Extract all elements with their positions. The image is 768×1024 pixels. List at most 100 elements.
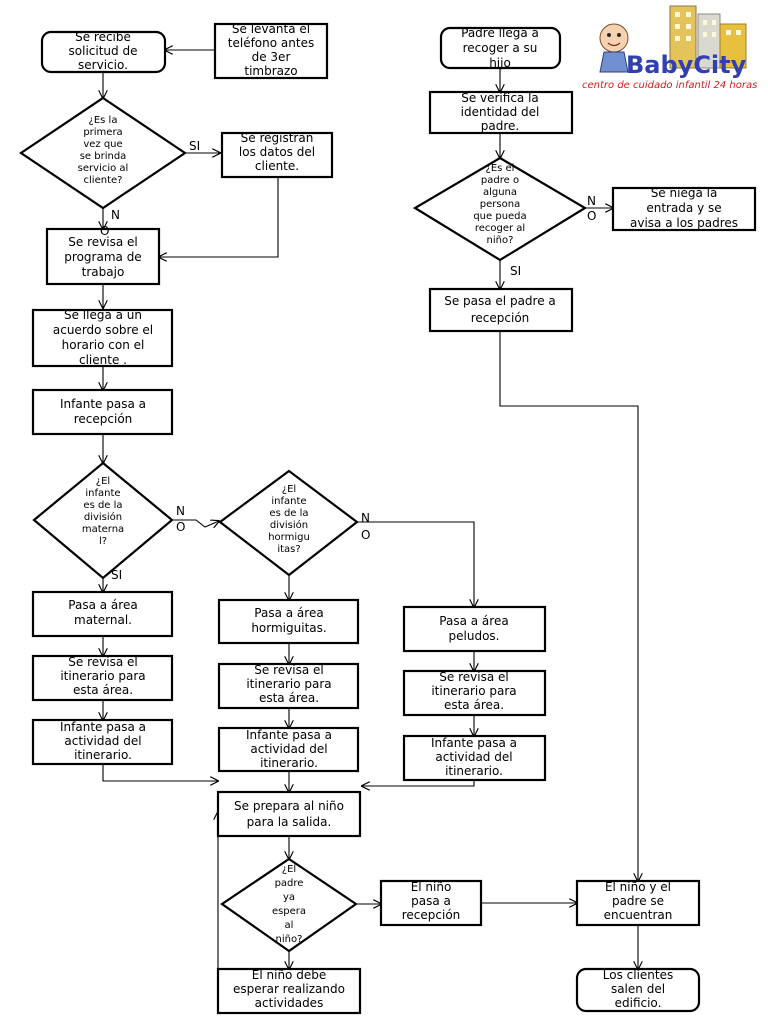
- label-line: recepción: [74, 412, 133, 426]
- label-line: Se revisa el: [254, 663, 323, 677]
- label-line: recoger al: [475, 223, 525, 234]
- box-nino-recepcion: [379, 879, 483, 927]
- label-line: padre o: [481, 175, 519, 186]
- box-area-hormiguitas: [217, 598, 360, 645]
- box-prepara-salida: [216, 790, 362, 838]
- edge-label-no-hormiguitas-n: N: [361, 511, 370, 525]
- label-line: hormiguitas.: [251, 621, 326, 635]
- edge-label-si-primera: SI: [189, 139, 200, 153]
- label-line: Se prepara al niño: [234, 799, 344, 813]
- label-line: infante: [271, 496, 306, 507]
- label-line: entrada y se: [646, 201, 721, 215]
- label-line: l?: [99, 536, 107, 547]
- label-line: los datos del: [239, 145, 315, 159]
- end-clientes-salen: [575, 967, 701, 1013]
- label-line: actividad del: [250, 742, 327, 756]
- label-line: pasa a: [411, 894, 451, 908]
- label-line: actividades: [255, 996, 324, 1010]
- edge-label-no-maternal-n: N: [176, 504, 185, 518]
- label-line: Infante pasa a: [431, 736, 517, 750]
- label-line: Infante pasa a: [60, 720, 146, 734]
- label-line: esta área.: [444, 698, 504, 712]
- box-niega-entrada: [611, 186, 757, 232]
- label-line: padre: [275, 878, 304, 889]
- label-line: itinerario.: [445, 764, 503, 778]
- label-line: horario con el: [62, 338, 145, 352]
- box-llega-acuerdo: [31, 308, 174, 368]
- label-line: Se recibe: [75, 30, 131, 44]
- label-line: El niño: [411, 880, 452, 894]
- label-line: Se revisa el: [68, 655, 137, 669]
- label-line: servicio al: [78, 163, 129, 174]
- label-line: Se revisa el: [68, 235, 137, 249]
- box-actividad-2: [217, 726, 360, 773]
- label-line: ¿El: [96, 476, 110, 487]
- label-line: cliente .: [79, 353, 127, 367]
- label-line: recepción: [402, 908, 461, 922]
- label-line: ¿Es la: [89, 115, 118, 126]
- label-line: primera: [83, 127, 122, 138]
- label-line: es de la: [269, 508, 308, 519]
- label-line: recoger a su: [463, 41, 538, 55]
- label-line: itinerario.: [260, 756, 318, 770]
- label-line: vez que: [83, 139, 122, 150]
- label-line: materna: [82, 524, 124, 535]
- label-line: encuentran: [604, 908, 673, 922]
- label-line: teléfono antes: [228, 36, 314, 50]
- start-recibe-solicitud: [40, 30, 167, 74]
- label-line: Infante pasa a: [60, 397, 146, 411]
- edge-label-no-hormiguitas-o: O: [361, 528, 370, 542]
- box-revisa-itinerario-2: [217, 662, 360, 710]
- box-revisa-itinerario-1: [31, 654, 174, 702]
- label-line: niño?: [487, 235, 514, 246]
- label-line: recepción: [471, 311, 530, 325]
- label-line: niño?: [276, 934, 303, 945]
- diamond-division-maternal: [32, 461, 174, 580]
- logo-brand: BabyCity: [626, 51, 747, 79]
- label-line: El niño debe: [252, 968, 326, 982]
- box-nino-espera: [216, 967, 362, 1015]
- box-verifica-identidad: [428, 90, 574, 135]
- label-line: para la salida.: [247, 815, 332, 829]
- label-line: salen del: [611, 982, 665, 996]
- label-line: avisa a los padres: [630, 216, 738, 230]
- buildings-icon: [669, 5, 747, 69]
- label-line: se brinda: [80, 151, 127, 162]
- label-line: actividad del: [435, 750, 512, 764]
- label-line: actividad del: [64, 734, 141, 748]
- label-line: esta área.: [259, 691, 319, 705]
- label-line: itinerario para: [60, 669, 145, 683]
- label-line: timbrazo: [244, 64, 297, 78]
- diamond-primera-vez: [19, 96, 187, 210]
- label-line: Pasa a área: [439, 614, 508, 628]
- edge-label-no-padre-o: O: [587, 209, 596, 223]
- box-actividad-3: [402, 734, 547, 782]
- label-line: acuerdo sobre el: [53, 323, 153, 337]
- label-line: hormigu: [268, 532, 310, 543]
- label-line: maternal.: [74, 613, 132, 627]
- label-line: división: [270, 519, 308, 531]
- label-line: ¿El: [282, 484, 296, 495]
- label-line: esperar realizando: [233, 982, 345, 996]
- label-line: ¿El: [282, 864, 296, 875]
- label-line: identidad del: [461, 105, 540, 119]
- label-line: ya: [283, 892, 295, 903]
- label-line: Infante pasa a: [246, 728, 332, 742]
- label-line: programa de: [64, 250, 141, 264]
- box-actividad-1: [31, 718, 174, 766]
